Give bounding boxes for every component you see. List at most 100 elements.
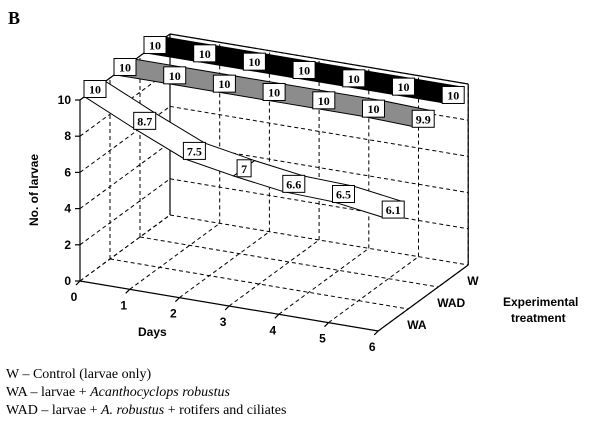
z-axis-title-line2: treatment xyxy=(511,311,566,325)
back-top-edge xyxy=(169,33,469,85)
data-label-wad: 10 xyxy=(113,58,137,76)
grid-line-floor-x xyxy=(129,222,220,290)
legend-separator: – xyxy=(18,367,33,382)
y-tick-label: 4 xyxy=(64,202,71,216)
data-label-text: 10 xyxy=(149,39,161,53)
data-label-text: 10 xyxy=(218,77,230,91)
grid-line-floor-x xyxy=(328,256,419,324)
data-label-wad: 10 xyxy=(163,66,187,85)
legend-text: larvae + xyxy=(51,403,101,418)
data-label-wa: 6.6 xyxy=(282,174,306,193)
data-label-text: 10 xyxy=(447,88,459,102)
data-label-text: 10 xyxy=(398,80,410,94)
data-label-wa: 6.5 xyxy=(332,185,355,203)
y-tick-label: 6 xyxy=(64,165,71,179)
z-tick-label: WA xyxy=(407,318,427,332)
y-tick-label: 2 xyxy=(64,238,71,252)
legend-separator: – xyxy=(37,403,52,418)
data-label-box xyxy=(292,60,316,79)
grid-line-left-y xyxy=(79,142,171,210)
data-label-text: 7 xyxy=(241,162,247,176)
data-label-box xyxy=(236,159,252,178)
x-tick-label: 4 xyxy=(269,323,276,337)
data-label-box xyxy=(381,200,405,219)
data-label-box xyxy=(262,82,286,101)
data-label-wa: 7.5 xyxy=(182,141,206,160)
x-tick-mark xyxy=(125,288,131,294)
legend-text: Control (larvae only) xyxy=(32,367,152,382)
legend-text: larvae + xyxy=(41,385,91,400)
data-label-wad: 9.9 xyxy=(411,109,435,128)
legend: W – Control (larvae only)WA – larvae + A… xyxy=(6,366,286,420)
data-label-wa: 7 xyxy=(236,159,252,178)
data-label-text: 10 xyxy=(169,69,181,83)
grid-line-floor-x xyxy=(278,247,370,315)
x-tick-mark xyxy=(224,305,230,311)
x-tick-mark xyxy=(274,313,280,319)
data-label-box xyxy=(212,74,236,93)
data-label-wa: 6.1 xyxy=(381,200,405,219)
z-axis-line xyxy=(377,264,469,332)
x-tick-label: 0 xyxy=(71,290,78,304)
data-label-text: 10 xyxy=(298,63,310,77)
grid-line-floor-x xyxy=(179,231,270,299)
legend-text: + rotifers and ciliates xyxy=(164,403,287,418)
z-tick-label: WAD xyxy=(437,296,465,310)
x-tick-label: 1 xyxy=(120,298,127,312)
data-label-box xyxy=(182,141,206,160)
data-label-box xyxy=(143,36,167,54)
data-label-text: 10 xyxy=(248,55,260,69)
y-tick-label: 8 xyxy=(64,129,71,143)
data-label-w: 10 xyxy=(193,44,217,63)
x-tick-label: 5 xyxy=(319,332,326,346)
data-label-w: 10 xyxy=(342,69,366,88)
legend-row-w: W – Control (larvae only) xyxy=(6,366,286,384)
legend-code: W xyxy=(6,367,19,382)
grid-line-left-y xyxy=(79,178,171,246)
legend-text: Acanthocyclops robustus xyxy=(90,385,230,400)
data-label-box xyxy=(133,111,157,130)
data-label-w: 10 xyxy=(143,36,167,54)
data-label-w: 10 xyxy=(242,52,266,71)
data-label-wad: 10 xyxy=(262,82,286,101)
data-label-box xyxy=(113,58,137,76)
y-tick-label: 10 xyxy=(58,93,72,107)
data-label-text: 7.5 xyxy=(187,144,202,158)
x-tick-mark xyxy=(75,280,81,286)
x-tick-mark xyxy=(324,322,329,328)
data-label-w: 10 xyxy=(292,60,316,79)
x-axis-title: Days xyxy=(138,325,167,339)
data-label-box xyxy=(282,174,306,193)
data-label-box xyxy=(312,91,336,110)
data-labels: 101010101010101010101010109.9108.77.576.… xyxy=(83,36,465,219)
data-label-wa: 10 xyxy=(83,80,107,98)
data-label-wad: 10 xyxy=(212,74,236,93)
legend-row-wad: WAD – larvae + A. robustus + rotifers an… xyxy=(6,402,286,420)
legend-text: A. robustus xyxy=(100,403,165,418)
data-label-box xyxy=(242,52,266,71)
data-label-box xyxy=(392,77,415,96)
z-tick-label: W xyxy=(467,274,479,288)
data-label-text: 8.7 xyxy=(137,114,152,128)
x-tick-mark xyxy=(373,330,379,336)
data-label-w: 10 xyxy=(441,85,465,104)
legend-separator: – xyxy=(27,385,41,400)
x-tick-label: 2 xyxy=(170,307,177,321)
y-tick-label: 0 xyxy=(64,274,71,288)
grid-line-floor-x xyxy=(228,239,320,307)
data-label-box xyxy=(342,69,366,88)
data-label-text: 10 xyxy=(268,85,280,99)
grid-line-floor-z xyxy=(109,258,409,310)
x-tick-label: 3 xyxy=(220,315,227,329)
grid-line-floor-x xyxy=(79,214,171,282)
data-label-box xyxy=(441,85,465,104)
data-label-box xyxy=(193,44,217,63)
data-label-text: 10 xyxy=(199,47,211,61)
data-label-box xyxy=(362,99,385,118)
y-axis-title: No. of larvae xyxy=(27,154,41,226)
data-label-text: 6.1 xyxy=(386,203,401,217)
data-label-text: 10 xyxy=(368,102,380,116)
data-label-text: 10 xyxy=(318,94,330,108)
data-label-box xyxy=(332,185,355,203)
